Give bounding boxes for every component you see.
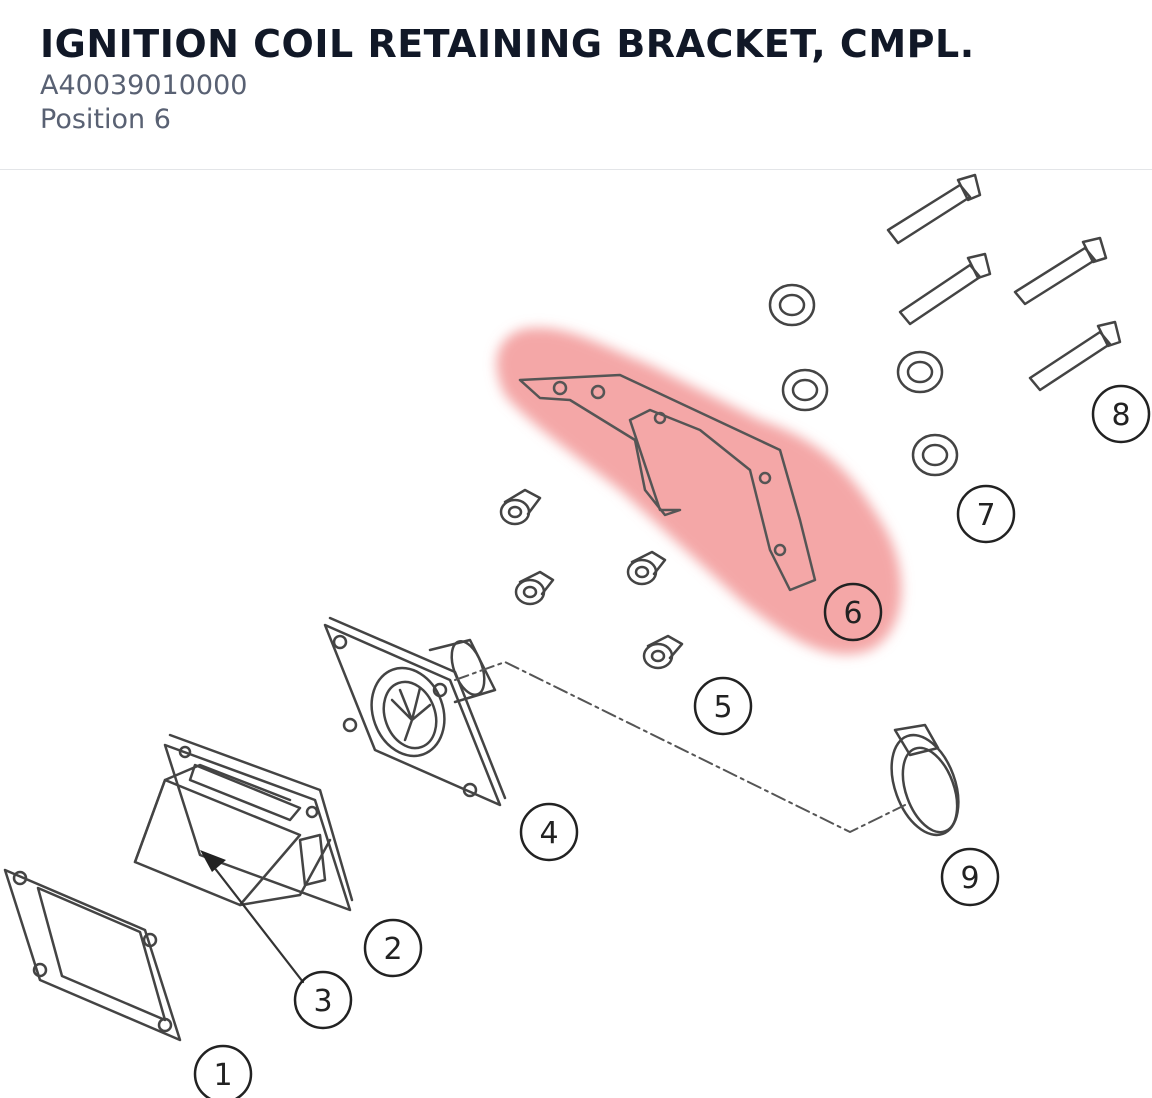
arrow-head-part-3 bbox=[200, 850, 226, 872]
callout-circle bbox=[940, 847, 1000, 907]
callout-label: 5 bbox=[713, 690, 732, 725]
highlight-position-6 bbox=[496, 327, 902, 655]
arrow-leader-part-3 bbox=[208, 860, 305, 984]
dash-dot-leader-line bbox=[454, 661, 906, 833]
part-title: IGNITION COIL RETAINING BRACKET, CMPL. bbox=[40, 22, 975, 66]
callout-4[interactable]: 4 bbox=[519, 802, 579, 862]
callout-label: 9 bbox=[960, 861, 979, 896]
hose-clamp-part-9 bbox=[890, 723, 960, 837]
callout-circle bbox=[193, 1044, 253, 1098]
exploded-parts-diagram: 1 2 3 4 5 6 7 8 9 bbox=[0, 171, 1152, 1098]
callout-label: 4 bbox=[539, 816, 558, 851]
reed-petals-part-3 bbox=[133, 763, 332, 907]
callout-9[interactable]: 9 bbox=[940, 847, 1000, 907]
diagram-canvas: 1 2 3 4 5 6 7 8 9 bbox=[3, 173, 1151, 1098]
part-number: A40039010000 bbox=[40, 70, 248, 101]
callout-8[interactable]: 8 bbox=[1091, 384, 1151, 444]
callout-2[interactable]: 2 bbox=[363, 918, 423, 978]
reed-valve-block-part-2 bbox=[163, 733, 354, 912]
callout-label: 8 bbox=[1111, 398, 1130, 433]
callout-group: 1 2 3 4 5 6 7 8 9 bbox=[193, 384, 1151, 1098]
callout-label: 3 bbox=[313, 984, 332, 1019]
bushings-part-5 bbox=[499, 488, 684, 670]
callout-7[interactable]: 7 bbox=[956, 484, 1016, 544]
callout-circle bbox=[823, 582, 883, 642]
callout-6[interactable]: 6 bbox=[823, 582, 883, 642]
bolts-part-8 bbox=[886, 173, 1122, 392]
callout-label: 2 bbox=[383, 932, 402, 967]
intake-flange-part-4 bbox=[323, 616, 507, 807]
callout-label: 1 bbox=[213, 1058, 232, 1093]
gasket-part-1 bbox=[3, 868, 182, 1042]
callout-circle bbox=[1091, 384, 1151, 444]
callout-3[interactable]: 3 bbox=[293, 970, 353, 1030]
ignition-coil-bracket-part-6 bbox=[518, 373, 817, 592]
callout-1[interactable]: 1 bbox=[193, 1044, 253, 1098]
callout-circle bbox=[519, 802, 579, 862]
callout-circle bbox=[693, 676, 753, 736]
part-position: Position 6 bbox=[40, 104, 171, 135]
callout-label: 6 bbox=[843, 596, 862, 631]
callout-label: 7 bbox=[976, 498, 995, 533]
callout-circle bbox=[956, 484, 1016, 544]
callout-circle bbox=[363, 918, 423, 978]
callout-5[interactable]: 5 bbox=[693, 676, 753, 736]
part-header: IGNITION COIL RETAINING BRACKET, CMPL. A… bbox=[0, 0, 1152, 170]
rubber-grommets-part-7 bbox=[768, 283, 959, 477]
callout-circle bbox=[293, 970, 353, 1030]
